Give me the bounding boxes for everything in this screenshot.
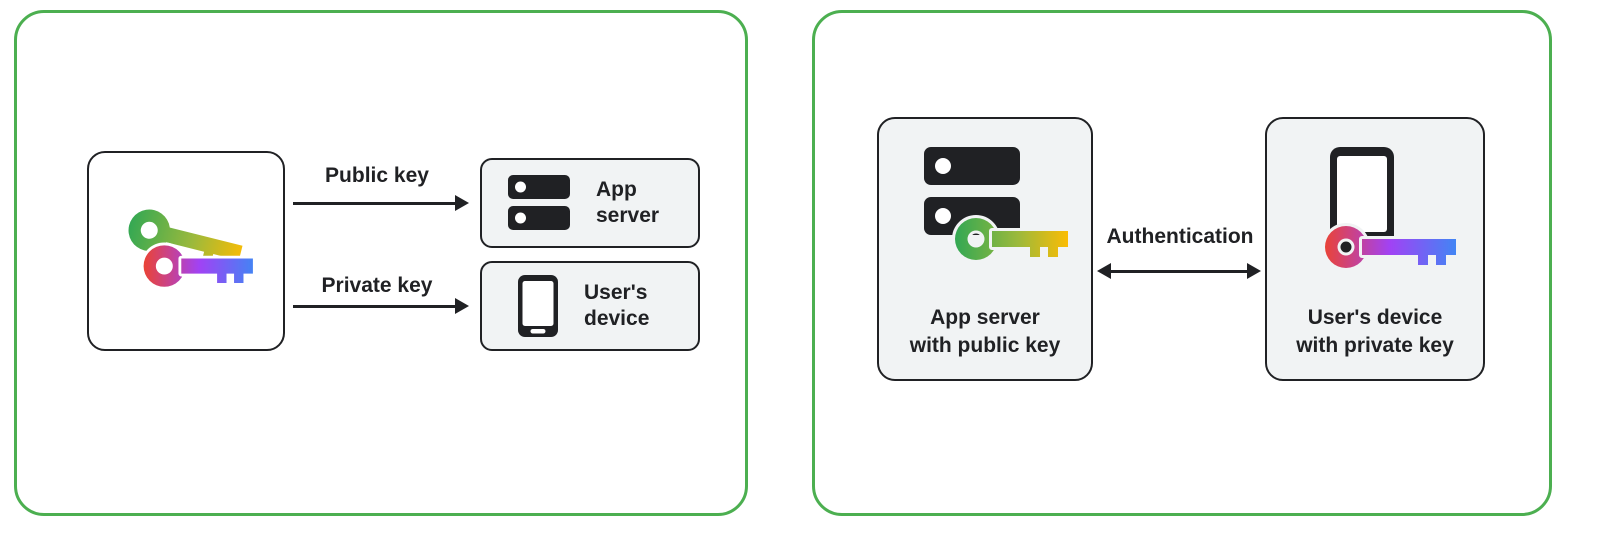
label-line-1: App server [930, 306, 1040, 330]
private-key-label: Private key [321, 274, 433, 297]
arrow-head-icon [455, 195, 469, 211]
arrow-head-right-icon [1247, 263, 1261, 279]
arrow-head-left-icon [1097, 263, 1111, 279]
user-device-private-key-node: User's device with private key [1265, 117, 1485, 381]
arrow-line [293, 201, 455, 205]
phone-icon [518, 275, 558, 337]
private-key-icon [1322, 223, 1459, 271]
phone-with-private-key-icon [1322, 147, 1459, 271]
server-icon [508, 175, 570, 230]
authentication-panel: App server with public key Authenticatio… [812, 10, 1552, 516]
authentication-arrow [1097, 263, 1261, 279]
public-key-label: Public key [325, 164, 429, 187]
public-key-icon [952, 215, 1070, 263]
user-device-node-label: User's device [584, 280, 650, 330]
public-key-arrow [293, 195, 469, 211]
app-server-public-key-node: App server with public key [877, 117, 1093, 381]
passkey-icon [128, 209, 256, 290]
arrow-line [1111, 269, 1247, 273]
arrow-line [293, 304, 455, 308]
app-server-public-key-label: App server with public key [910, 304, 1061, 359]
user-device-private-key-label: User's device with private key [1296, 304, 1454, 359]
user-device-node: User's device [480, 261, 700, 351]
label-line-2: with private key [1296, 333, 1454, 357]
private-key-glyph [140, 242, 256, 290]
app-server-node: App server [480, 158, 700, 248]
arrow-head-icon [455, 298, 469, 314]
app-server-node-label: App server [596, 177, 660, 227]
passkey-box [87, 151, 285, 351]
server-with-public-key-icon [924, 147, 1070, 263]
label-line-2: with public key [909, 333, 1061, 357]
label-line-1: User's device [1307, 306, 1443, 330]
authentication-label: Authentication [1106, 225, 1254, 248]
key-pair-panel: Public key Private key App server [14, 10, 748, 516]
private-key-arrow [293, 298, 469, 314]
